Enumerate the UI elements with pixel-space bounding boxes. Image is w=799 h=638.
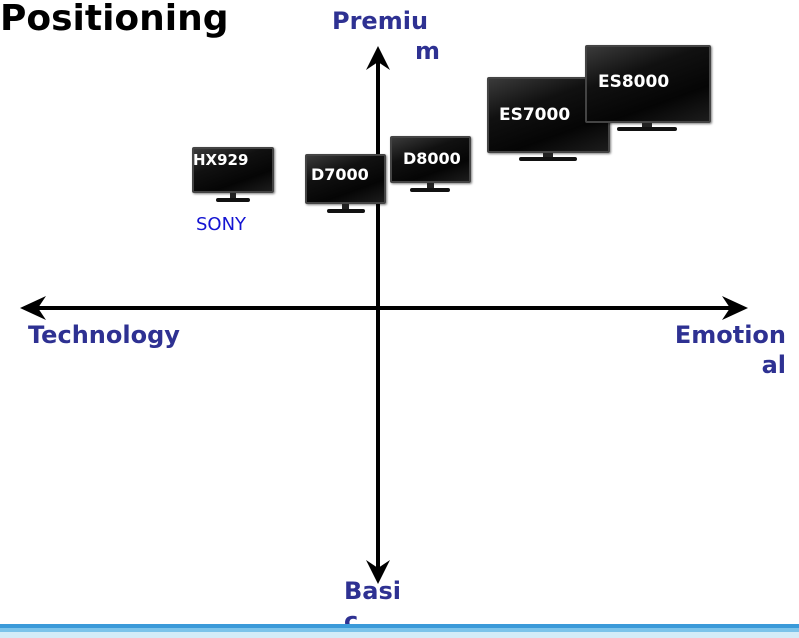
axis-arrow-down [366, 560, 390, 584]
slide-title: Positioning [0, 0, 229, 39]
tv-base [519, 157, 577, 161]
footer-stripe [0, 628, 799, 632]
tv-base [327, 209, 365, 213]
tv-stand [427, 183, 434, 188]
tv-screen [192, 147, 274, 193]
tv-stand [230, 193, 236, 198]
tv-base [410, 188, 450, 192]
axis-label-premium-line1: Premiu [332, 7, 429, 35]
tv-screen [305, 154, 386, 204]
tv-base [216, 198, 250, 202]
axis-arrow-up [366, 46, 390, 70]
axis-arrow-right [722, 296, 748, 320]
tv-label-es8000: ES8000 [598, 72, 670, 92]
tv-label-d8000: D8000 [403, 149, 461, 168]
tv-label-es7000: ES7000 [499, 105, 571, 125]
axis-label-emotional-line2: al [761, 351, 786, 379]
footer-stripe [0, 624, 799, 628]
tv-label-hx929: HX929 [193, 151, 249, 169]
tv-screen [390, 136, 471, 183]
tv-d7000: D7000 [305, 154, 386, 214]
tv-stand [543, 153, 553, 157]
axis-label-premium-line2: m [415, 37, 441, 65]
brand-label-sony: SONY [196, 214, 247, 235]
tv-es8000: ES8000 [585, 45, 711, 133]
tv-d8000: D8000 [390, 136, 471, 193]
tv-label-d7000: D7000 [311, 165, 369, 184]
axis-arrow-left [20, 296, 46, 320]
tv-base [617, 127, 677, 131]
tv-hx929: HX929 [192, 147, 274, 205]
axis-label-basic-line1: Basi [344, 577, 401, 605]
axis-label-emotional: Emotion al [652, 320, 786, 380]
tv-stand [342, 204, 349, 209]
axis-label-technology: Technology [28, 321, 180, 349]
axis-label-emotional-line1: Emotion [674, 321, 786, 349]
axis-label-premium: Premiu m [332, 6, 441, 66]
footer-bar [0, 624, 799, 638]
footer-stripe [0, 632, 799, 638]
tv-stand [642, 123, 652, 127]
tv-screen [585, 45, 711, 123]
